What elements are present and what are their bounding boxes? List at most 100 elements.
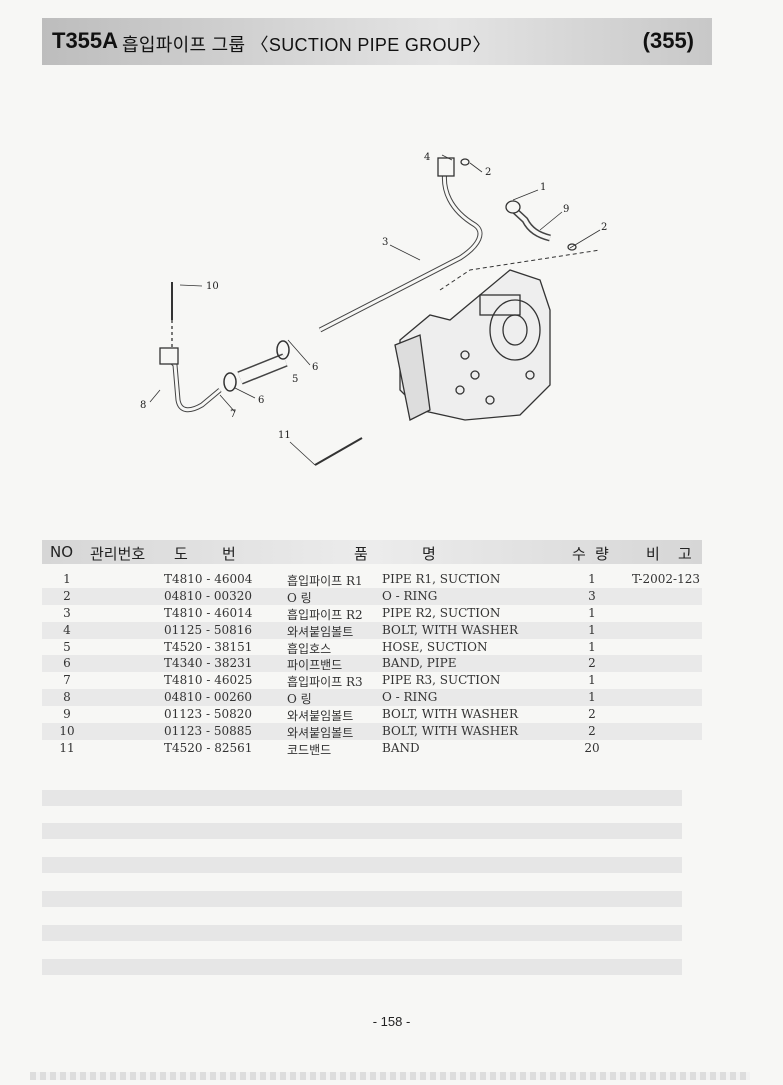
header-no: NO: [50, 543, 74, 561]
cord-band: [314, 437, 363, 466]
row-number: 5: [63, 639, 71, 654]
page-number: - 158 -: [372, 1014, 411, 1029]
quantity: 2: [588, 724, 596, 739]
quantity: 20: [584, 740, 600, 755]
empty-row-band: [42, 857, 682, 873]
korean-name: O 링: [287, 590, 312, 605]
part-name: BAND: [382, 740, 420, 755]
quantity: 1: [588, 572, 596, 586]
callout-9: 9: [563, 204, 569, 215]
quantity: 1: [588, 639, 596, 654]
empty-row-band: [42, 891, 682, 907]
pipe-r3-flange: [159, 347, 179, 365]
table-row: 2 04810 - 00320 O 링 O - RING 3: [42, 587, 702, 605]
part-name: BOLT, WITH WASHER: [382, 724, 518, 739]
korean-name: 파이프밴드: [287, 658, 343, 673]
header-qty-1: 수: [572, 545, 586, 563]
page-header: T355A 흡입파이프 그룹 〈SUCTION PIPE GROUP〉 (355…: [42, 18, 712, 65]
part-name: BOLT, WITH WASHER: [382, 622, 518, 637]
pipe-band-lower: [223, 372, 237, 392]
korean-name: 와셔붙임볼트: [287, 709, 354, 724]
callout-11: 11: [278, 430, 291, 441]
part-name: O - RING: [382, 588, 438, 603]
quantity: 2: [588, 707, 596, 722]
row-number: 2: [63, 588, 71, 603]
part-number: T4520 - 38151: [164, 639, 253, 654]
header-name-2: 명: [422, 545, 436, 563]
header-qty-2: 량: [595, 545, 609, 563]
empty-row-band: [42, 790, 682, 806]
part-name: PIPE R2, SUCTION: [382, 605, 501, 620]
transmission-housing: [394, 269, 551, 421]
row-number: 1: [63, 572, 71, 586]
part-name: BOLT, WITH WASHER: [382, 707, 518, 722]
o-ring-right: [567, 243, 577, 251]
callout-1: 1: [540, 182, 546, 193]
korean-name: 흡입파이프 R3: [287, 675, 363, 690]
header-drawing-1: 도: [174, 545, 188, 563]
parts-table-header: NO 관리번호 도 번 품 명 수 량 비 고: [42, 540, 702, 564]
part-name: PIPE R3, SUCTION: [382, 673, 501, 688]
korean-name: 와셔붙임볼트: [287, 624, 354, 639]
header-note-2: 고: [678, 545, 692, 563]
part-name: O - RING: [382, 690, 438, 705]
group-code: T355A: [52, 28, 119, 53]
remarks: T-2002-123: [632, 572, 701, 586]
row-number: 9: [63, 707, 71, 722]
callout-8: 8: [140, 400, 146, 411]
part-number: T4810 - 46014: [164, 605, 253, 620]
header-note-1: 비: [646, 545, 660, 563]
callout-2-right: 2: [601, 222, 607, 233]
quantity: 3: [588, 588, 596, 603]
page-reference: (355): [642, 28, 694, 53]
quantity: 1: [588, 622, 596, 637]
quantity: 1: [588, 673, 596, 688]
part-number: T4810 - 46004: [164, 572, 253, 586]
row-number: 4: [63, 622, 71, 637]
part-number: 04810 - 00320: [164, 588, 253, 603]
table-row: 7 T4810 - 46025 흡입파이프 R3 PIPE R3, SUCTION 1: [42, 672, 702, 689]
callout-6-upper: 6: [312, 362, 318, 373]
part-name: BAND, PIPE: [382, 656, 457, 671]
callout-6-lower: 6: [258, 395, 264, 406]
part-number: 04810 - 00260: [164, 690, 253, 705]
part-number: T4810 - 46025: [164, 673, 253, 688]
table-row: 11 T4520 - 82561 코드밴드 BAND 20: [42, 740, 702, 757]
row-number: 8: [63, 690, 71, 705]
empty-row-band: [42, 925, 682, 941]
table-row: 9 01123 - 50820 와셔붙임볼트 BOLT, WITH WASHER 2: [42, 706, 702, 723]
part-number: T4340 - 38231: [164, 656, 253, 671]
empty-row-band: [42, 823, 682, 839]
korean-name: 흡입파이프 R2: [287, 607, 363, 622]
korean-name: 흡입호스: [287, 641, 332, 656]
quantity: 2: [588, 656, 596, 671]
empty-row-band: [42, 959, 682, 975]
part-name: PIPE R1, SUCTION: [382, 572, 501, 586]
quantity: 1: [588, 605, 596, 620]
o-ring-top: [460, 158, 470, 166]
part-number: 01125 - 50816: [164, 622, 253, 637]
row-number: 10: [59, 724, 75, 739]
callout-4: 4: [424, 152, 430, 163]
part-number: 01123 - 50820: [164, 707, 253, 722]
callout-3: 3: [382, 237, 388, 248]
scan-footer-strip: [30, 1072, 750, 1080]
row-number: 11: [59, 740, 75, 755]
header-drawing-2: 번: [222, 545, 236, 563]
header-mgmt-number: 관리번호: [90, 545, 146, 563]
row-number: 7: [63, 673, 71, 688]
callout-10: 10: [206, 281, 219, 292]
callout-7: 7: [230, 409, 236, 420]
korean-name: 코드밴드: [287, 742, 332, 757]
header-name-1: 품: [354, 545, 368, 563]
part-number: T4520 - 82561: [164, 740, 253, 755]
table-row: 4 01125 - 50816 와셔붙임볼트 BOLT, WITH WASHER 1: [42, 621, 702, 639]
row-number: 3: [63, 605, 71, 620]
pipe-top-bracket: [437, 157, 455, 177]
